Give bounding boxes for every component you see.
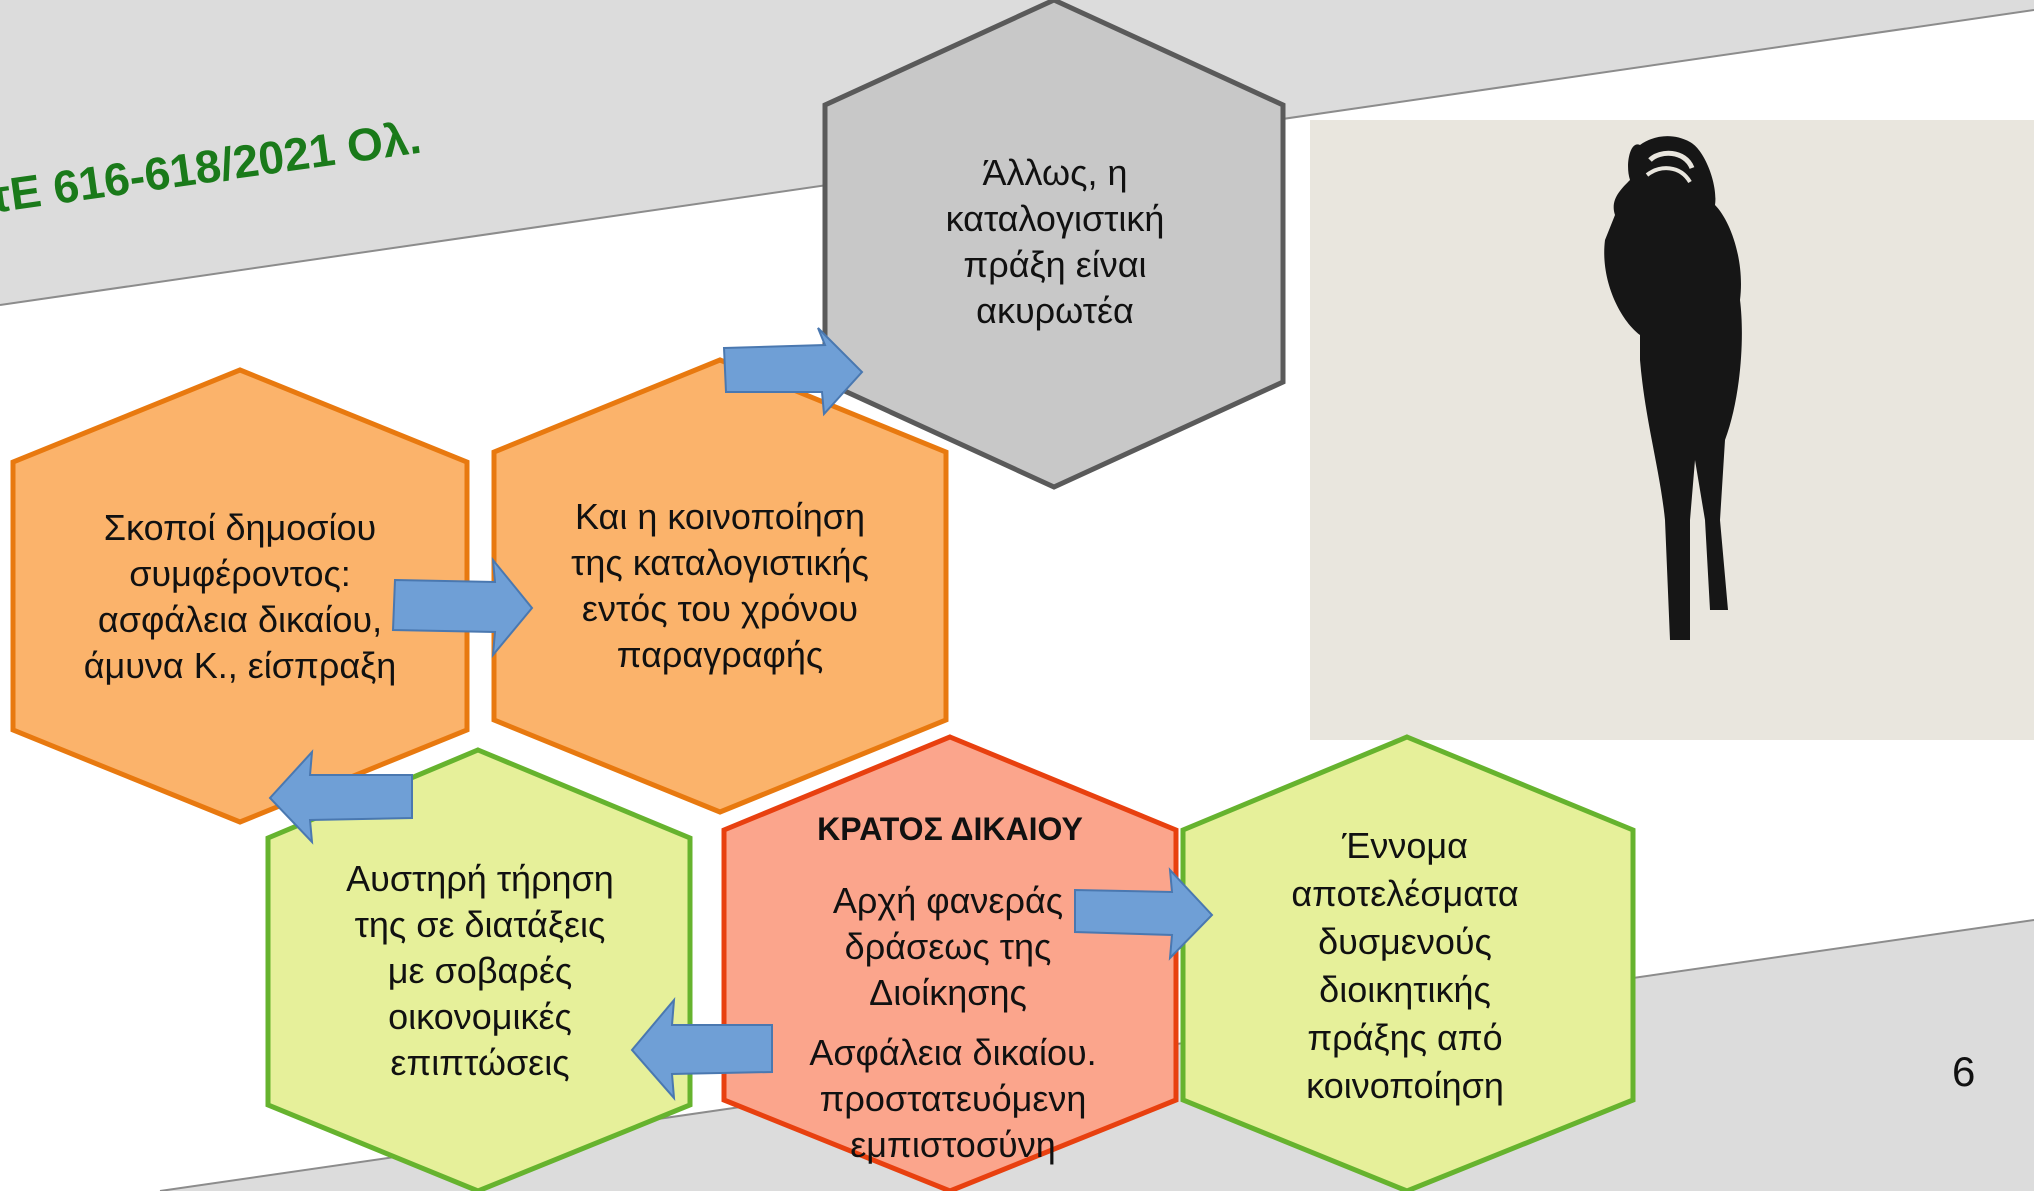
hexagon-green-right xyxy=(1180,734,1636,1191)
arrow-to-gray xyxy=(722,327,864,417)
text-line: αποτελέσματα xyxy=(1291,873,1519,914)
text-line: συμφέροντος: xyxy=(129,553,351,594)
text-line: ακυρωτέα xyxy=(976,290,1134,331)
arrow-green-to-orange xyxy=(268,749,413,845)
text-line: κοινοποίηση xyxy=(1306,1065,1504,1106)
text-line: Και η κοινοποίηση xyxy=(574,496,866,537)
text-line: Διοίκησης xyxy=(869,972,1027,1013)
page-number: 6 xyxy=(1952,1048,1976,1095)
hexagon-orange-left-text: Σκοποί δημοσίου συμφέροντος: ασφάλεια δι… xyxy=(40,505,440,689)
text-line: οικονομικές xyxy=(388,996,572,1037)
text-line: Άλλως, η xyxy=(982,152,1128,193)
text-line: πράξη είναι xyxy=(963,244,1147,285)
text-line: διοικητικής xyxy=(1319,969,1491,1010)
text-line: άμυνα Κ., είσπραξη xyxy=(83,645,397,686)
hexagon-green-right-text: Έννομα αποτελέσματα δυσμενούς διοικητική… xyxy=(1220,822,1590,1110)
hexagon-red-text-b: Ασφάλεια δικαίου. προστατευόμενη εμπιστο… xyxy=(768,1030,1138,1168)
text-line: της καταλογιστικής xyxy=(571,542,869,583)
hexagon-red-heading: ΚΡΑΤΟΣ ΔΙΚΑΙΟΥ xyxy=(817,811,1083,847)
text-line: εντός του χρόνου xyxy=(581,588,859,629)
text-line: Αυστηρή τήρηση xyxy=(346,858,614,899)
text-line: πράξης από xyxy=(1307,1017,1503,1058)
text-line: Σκοποί δημοσίου xyxy=(103,507,377,548)
text-line: δράσεως της xyxy=(844,926,1052,967)
hexagon-orange-left xyxy=(10,367,470,825)
text-line: καταλογιστική xyxy=(945,198,1165,239)
silhouette-image xyxy=(1310,120,2034,740)
hexagon-red-center xyxy=(721,734,1179,1191)
arrow-left-to-right-orange xyxy=(391,556,534,659)
text-line: Έννομα xyxy=(1342,825,1468,866)
hexagon-orange-right xyxy=(491,357,949,815)
text-line: της σε διατάξεις xyxy=(354,904,606,945)
text-line: παραγραφής xyxy=(616,634,824,675)
hexagon-gray xyxy=(822,0,1286,490)
text-line: με σοβαρές xyxy=(387,950,573,991)
hexagon-green-left xyxy=(265,747,693,1191)
text-line: Αρχή φανεράς xyxy=(832,880,1064,921)
text-line: επιπτώσεις xyxy=(390,1042,570,1083)
text-line: ασφάλεια δικαίου, xyxy=(97,599,383,640)
arrow-red-to-green-right xyxy=(1074,867,1214,961)
arrow-red-to-green-left xyxy=(630,996,773,1101)
hexagon-gray-text: Άλλως, η καταλογιστική πράξη είναι ακυρω… xyxy=(905,150,1205,334)
hexagon-orange-right-text: Και η κοινοποίηση της καταλογιστικής εντ… xyxy=(520,494,920,678)
text-line: προστατευόμενη xyxy=(819,1078,1087,1119)
hexagon-green-left-text: Αυστηρή τήρηση της σε διατάξεις με σοβαρ… xyxy=(290,856,670,1086)
text-line: εμπιστοσύνη xyxy=(850,1124,1056,1165)
hexagon-red-text-a: Αρχή φανεράς δράσεως της Διοίκησης xyxy=(768,878,1128,1016)
text-line: Ασφάλεια δικαίου. xyxy=(809,1032,1097,1073)
text-line: δυσμενούς xyxy=(1318,921,1492,962)
